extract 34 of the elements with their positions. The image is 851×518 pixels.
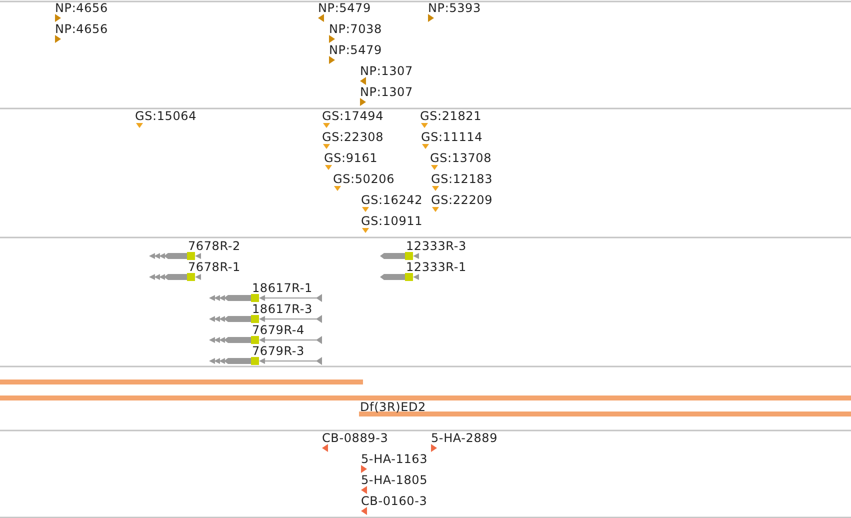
- feature-label: GS:16242: [361, 193, 423, 207]
- feature-label: GS:15064: [135, 109, 197, 123]
- feature-label: GS:11114: [421, 130, 483, 144]
- feature-label: NP:5479: [318, 1, 371, 15]
- feature-label: GS:22308: [322, 130, 384, 144]
- feature-label: GS:50206: [333, 172, 395, 186]
- transcript-label: 7678R-1: [188, 260, 240, 274]
- feature-label: CB-0160-3: [361, 494, 428, 508]
- transcript-label: 7679R-3: [252, 344, 304, 358]
- feature-label: NP:7038: [329, 22, 382, 36]
- feature-label: GS:9161: [324, 151, 378, 165]
- feature-label: NP:4656: [55, 1, 108, 15]
- feature-label: NP:5393: [428, 1, 481, 15]
- transcript-label: 7679R-4: [252, 323, 304, 337]
- feature-label: GS:17494: [322, 109, 384, 123]
- transcript-label: 12333R-3: [406, 239, 466, 253]
- feature-label: GS:13708: [430, 151, 492, 165]
- feature-label: GS:10911: [361, 214, 423, 228]
- feature-label: 5-HA-2889: [431, 431, 498, 445]
- feature-label: NP:1307: [360, 64, 413, 78]
- feature-label: NP:4656: [55, 22, 108, 36]
- feature-label: 5-HA-1163: [361, 452, 428, 466]
- feature-label: GS:12183: [431, 172, 493, 186]
- feature-label: CB-0889-3: [322, 431, 388, 445]
- transcript-label: 7678R-2: [188, 239, 240, 253]
- feature-label: NP:5479: [329, 43, 382, 57]
- deficiency-label: Df(3R)ED2: [360, 400, 426, 414]
- feature-label: GS:22209: [431, 193, 493, 207]
- transcript-label: 18617R-1: [252, 281, 312, 295]
- feature-label: NP:1307: [360, 85, 413, 99]
- feature-label: 5-HA-1805: [361, 473, 428, 487]
- transcript-label: 12333R-1: [406, 260, 466, 274]
- feature-label: GS:21821: [420, 109, 482, 123]
- transcript-label: 18617R-3: [252, 302, 312, 316]
